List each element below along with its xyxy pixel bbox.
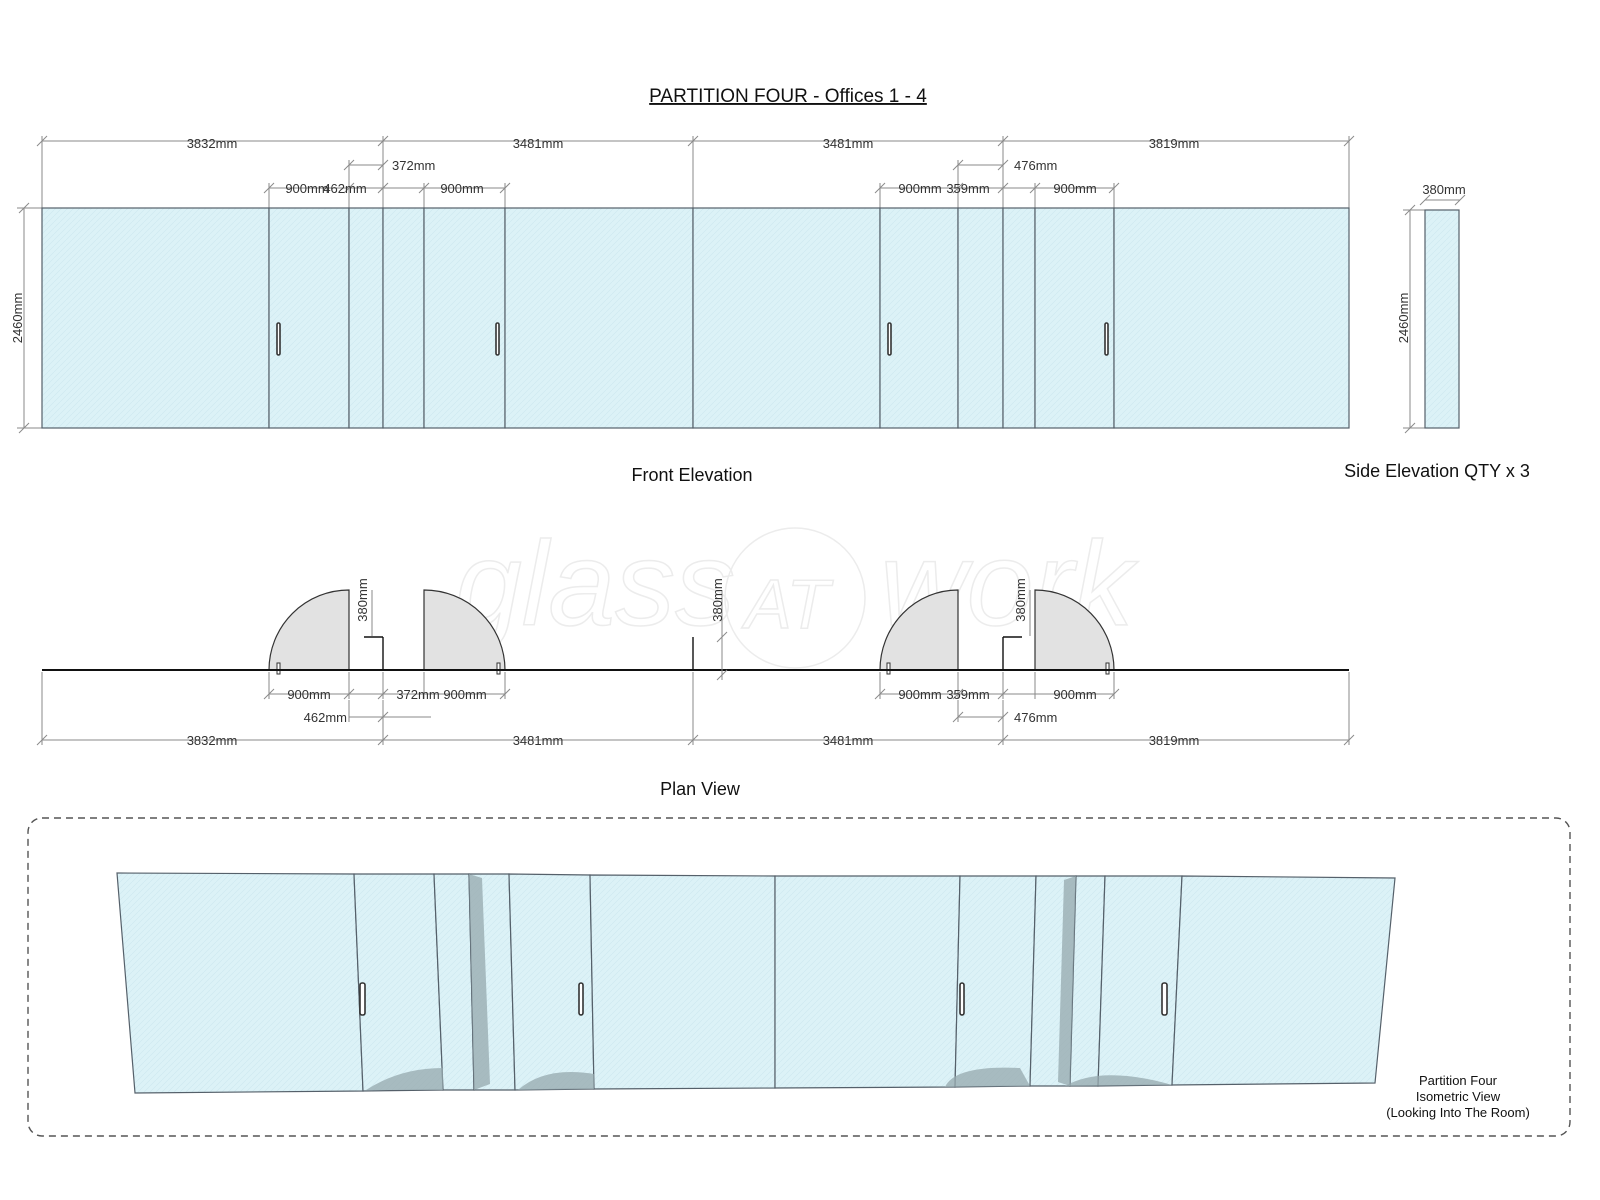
door-swing-arc bbox=[879, 589, 959, 671]
side-elevation: 380mm 2460mm Side Elevation QTY x 3 bbox=[1344, 182, 1530, 481]
fixed-glass-panel bbox=[1113, 207, 1350, 429]
svg-text:glass: glass bbox=[455, 517, 735, 651]
glass-door bbox=[1034, 207, 1115, 429]
dim-text: 900mm bbox=[1053, 181, 1096, 196]
dim-text: 372mm bbox=[392, 158, 435, 173]
dim-text: 2460mm bbox=[1396, 293, 1411, 344]
dim-text: 900mm bbox=[285, 181, 328, 196]
dim-text: 3481mm bbox=[823, 733, 874, 748]
door-handle-icon bbox=[276, 322, 281, 356]
door-handle-icon bbox=[959, 982, 965, 1016]
door-swing-arc bbox=[268, 589, 350, 671]
plan-view-label: Plan View bbox=[660, 779, 741, 799]
front-elevation-label: Front Elevation bbox=[631, 465, 752, 485]
dim-text: 380mm bbox=[355, 578, 370, 621]
dim-text: 2460mm bbox=[10, 293, 25, 344]
dim-text: 3832mm bbox=[187, 136, 238, 151]
dim-text: 900mm bbox=[898, 687, 941, 702]
isometric-frame bbox=[27, 817, 1571, 1137]
dim-text: 3481mm bbox=[513, 136, 564, 151]
dim-text: 900mm bbox=[443, 687, 486, 702]
dim-text: 3819mm bbox=[1149, 733, 1200, 748]
dim-text: 3481mm bbox=[513, 733, 564, 748]
iso-glass-door bbox=[1097, 875, 1183, 1087]
dim-text: 359mm bbox=[946, 181, 989, 196]
door-handle-icon bbox=[1161, 982, 1168, 1016]
dim-text: 3832mm bbox=[187, 733, 238, 748]
side-glass-panel bbox=[1424, 209, 1460, 429]
isometric-view: Partition Four Isometric View (Looking I… bbox=[27, 817, 1571, 1137]
dim-text: 359mm bbox=[946, 687, 989, 702]
dim-text: 462mm bbox=[323, 181, 366, 196]
dim-text: 476mm bbox=[1014, 710, 1057, 725]
dim-text: 900mm bbox=[440, 181, 483, 196]
plan-view: 380mm 380mm 380mm 900mm 372mm 900mm 900m… bbox=[36, 578, 1355, 799]
glass-door bbox=[879, 207, 959, 429]
side-elevation-label: Side Elevation QTY x 3 bbox=[1344, 461, 1530, 481]
dim-text: 380mm bbox=[1013, 578, 1028, 621]
glass-door bbox=[268, 207, 350, 429]
dim-text: 3481mm bbox=[823, 136, 874, 151]
dim-text: 462mm bbox=[304, 710, 347, 725]
iso-glass-panel bbox=[1171, 875, 1396, 1086]
fixed-glass-panel bbox=[41, 207, 270, 429]
door-handle-icon bbox=[495, 322, 500, 356]
door-swing-arc bbox=[1034, 589, 1115, 671]
isometric-caption: (Looking Into The Room) bbox=[1386, 1105, 1530, 1120]
fixed-glass-panel bbox=[957, 207, 1004, 429]
door-handle-icon bbox=[887, 322, 892, 356]
door-handle-icon bbox=[1104, 322, 1109, 356]
dim-text: 380mm bbox=[710, 578, 725, 621]
dim-text: 380mm bbox=[1422, 182, 1465, 197]
svg-text:AT: AT bbox=[741, 565, 833, 643]
drawing-title: PARTITION FOUR - Offices 1 - 4 bbox=[649, 86, 927, 107]
fixed-glass-panel bbox=[692, 207, 881, 429]
isometric-caption: Isometric View bbox=[1416, 1089, 1501, 1104]
iso-glass-panel bbox=[116, 872, 364, 1094]
fixed-glass-panel bbox=[382, 207, 425, 429]
iso-glass-door bbox=[954, 875, 1037, 1088]
iso-glass-panel bbox=[589, 874, 776, 1090]
iso-glass-door bbox=[508, 873, 595, 1091]
iso-glass-panel bbox=[774, 875, 961, 1089]
fixed-glass-panel bbox=[1002, 207, 1036, 429]
dim-text: 372mm bbox=[396, 687, 439, 702]
door-swing-arc bbox=[423, 589, 506, 671]
iso-glass-door bbox=[353, 873, 444, 1092]
glass-door bbox=[423, 207, 506, 429]
dim-text: 900mm bbox=[287, 687, 330, 702]
fixed-glass-panel bbox=[504, 207, 694, 429]
front-elevation: 3832mm 3481mm 3481mm 3819mm 372mm 476mm … bbox=[10, 135, 1355, 485]
dim-text: 900mm bbox=[898, 181, 941, 196]
isometric-caption: Partition Four bbox=[1419, 1073, 1498, 1088]
dim-text: 900mm bbox=[1053, 687, 1096, 702]
door-handle-icon bbox=[578, 982, 584, 1016]
dim-text: 3819mm bbox=[1149, 136, 1200, 151]
door-handle-icon bbox=[359, 982, 366, 1016]
dim-text: 476mm bbox=[1014, 158, 1057, 173]
fixed-glass-panel bbox=[348, 207, 384, 429]
